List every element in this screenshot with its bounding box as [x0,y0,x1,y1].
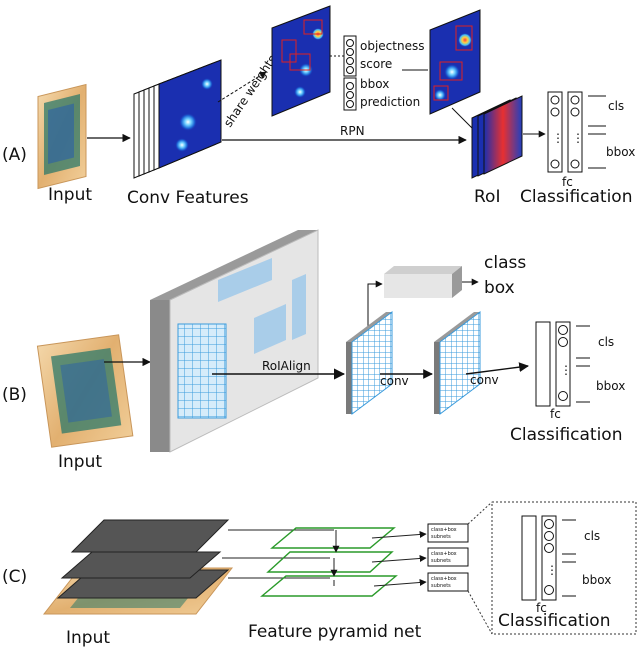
panel-b-input-label: Input [58,452,102,472]
panel-a-roi-label: RoI [474,187,500,207]
panel-b-feature-map [150,229,319,453]
panel-b-bbox: bbox [596,379,625,393]
panel-c-subnet3-line1: class+box [431,576,457,582]
svg-text:⋮: ⋮ [546,563,558,577]
panel-c-subnet-3: class+box subnets [427,572,469,592]
panel-a-rpn-heads [343,35,357,111]
panel-c-classification: Classification [498,611,610,631]
panel-c-zoom-box [491,501,637,635]
panel-a-tag: (A) [2,145,27,165]
panel-b-conv-arrow-2 [465,362,529,375]
panel-a: (A) Input Conv Features share weights [2,5,635,208]
panel-c-subnet1-line2: subnets [431,534,451,540]
panel-c-fc: fc [536,601,547,615]
panel-c-subnet-arrow-1 [371,530,427,539]
panel-b-box: box [484,278,515,298]
panel-a-share-arrow [217,71,267,103]
panel-a-objectness: objectness [360,39,424,53]
panel-a-bbox: bbox [360,77,389,91]
panel-a-anchor-map [271,5,331,117]
panel-c-subnet2-line2: subnets [431,558,451,564]
panel-b-class: class [484,253,526,273]
panel-b-conv-block-2 [434,311,481,415]
panel-b: (B) Input class box RoIA [2,229,625,472]
panel-a-conv-stack [133,59,222,179]
panel-c: (C) Input Feature pyramid net [2,501,637,648]
panel-c-fpn-label: Feature pyramid net [248,622,422,642]
panel-b-conv2: conv [470,373,499,387]
panel-b-conv-block-1 [346,311,393,415]
panel-b-roialign: RoIAlign [262,359,311,373]
panel-a-bbox-out: bbox [606,145,635,159]
panel-a-input-label: Input [48,185,92,205]
panel-a-fc-layers: ⋮ ⋮ [547,91,606,173]
panel-a-proposal-map [429,9,481,115]
panel-a-cls: cls [608,99,624,113]
svg-text:⋮: ⋮ [560,363,572,377]
panel-a-input-image [37,83,87,190]
panel-b-fc: fc [550,407,561,421]
panel-c-subnet-1: class+box subnets [427,523,469,543]
panel-c-zoom-line-top [467,501,493,525]
panel-b-head-box [384,266,462,298]
panel-c-subnet-arrow-2 [371,554,427,563]
panel-b-fc-layers: ⋮ [535,321,590,407]
svg-text:⋮: ⋮ [572,131,584,145]
panel-c-tag: (C) [2,567,27,587]
panel-c-subnet3-line2: subnets [431,583,451,589]
panel-b-classification: Classification [510,425,622,445]
panel-c-cls: cls [584,529,600,543]
panel-a-score: score [360,57,392,71]
panel-a-prediction: prediction [360,95,420,109]
panel-a-classification: Classification [520,187,632,207]
panel-c-subnet-arrow-3 [373,578,427,587]
panel-c-backbone-slabs [56,519,230,599]
panel-c-fc-layers: ⋮ [521,515,576,601]
panel-b-cls: cls [598,335,614,349]
panel-b-tag: (B) [2,385,27,405]
panel-c-fpn-layers [260,527,398,597]
panel-b-input-image [36,334,134,448]
panel-a-share-weights: share weights [221,52,279,129]
panel-a-fc: fc [562,175,573,189]
panel-a-roi-blocks [471,95,523,179]
panel-b-branch-arrow [367,280,383,342]
panel-a-rpn-label: RPN [340,124,365,138]
panel-c-subnet2-line1: class+box [431,551,457,557]
svg-text:⋮: ⋮ [552,131,564,145]
panel-c-zoom-line-bottom [467,590,493,635]
panel-c-subnet1-line1: class+box [431,527,457,533]
panel-c-subnet-2: class+box subnets [427,547,469,567]
panel-c-bbox: bbox [582,573,611,587]
panel-a-conv-label: Conv Features [127,188,249,208]
panel-c-input-label: Input [66,628,110,648]
panel-b-conv1: conv [380,374,409,388]
